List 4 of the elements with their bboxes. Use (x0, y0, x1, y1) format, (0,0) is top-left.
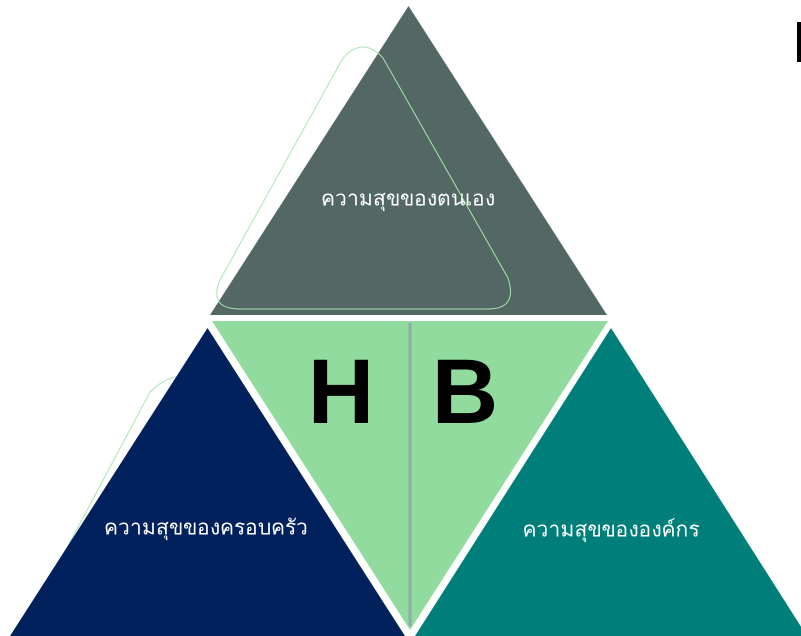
heading-letter: B (432, 346, 498, 438)
heading-letter: H (308, 346, 374, 438)
triangle-label: ความสุขของครอบครัว (104, 514, 308, 542)
triangle-label: ความสุขขององค์กร (522, 516, 700, 544)
